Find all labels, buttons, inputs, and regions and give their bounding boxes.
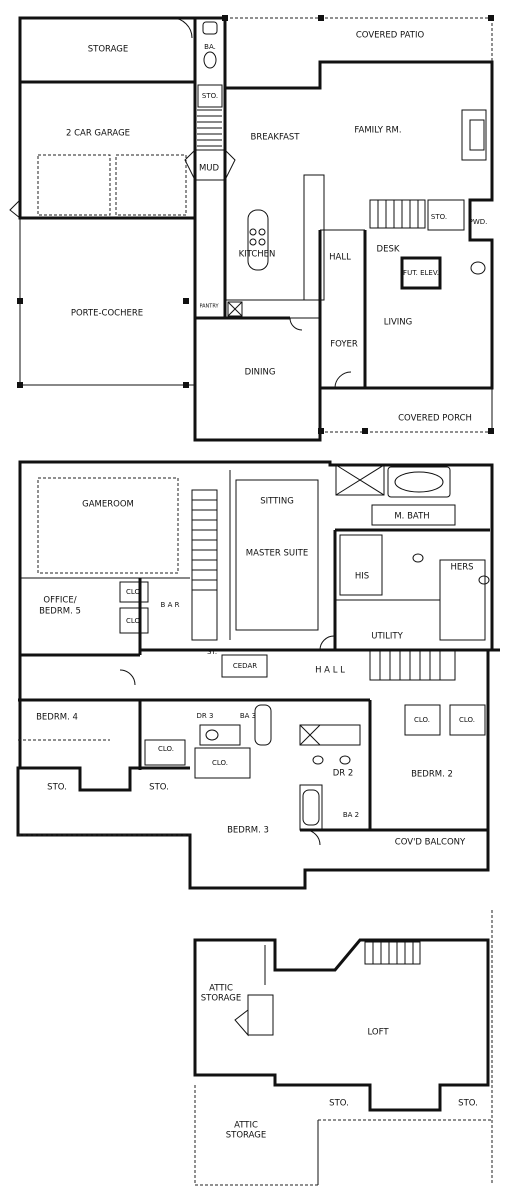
label-hers-closet: HERS: [450, 563, 473, 573]
label-mud: MUD: [199, 164, 220, 174]
label-bedroom-2: BEDRM. 2: [411, 770, 453, 780]
label-dining: DINING: [245, 368, 276, 378]
label-attic-storage-top-line1: ATTIC: [209, 984, 233, 994]
label-gameroom: GAMEROOM: [82, 500, 134, 510]
label-desk: DESK: [377, 245, 400, 255]
label-ba2: BA 2: [343, 811, 359, 819]
label-cedar-closet: CEDAR: [233, 662, 257, 670]
label-closet-c: CLO.: [158, 745, 174, 753]
label-covered-porch: COVERED PORCH: [398, 414, 472, 424]
label-attic-storage-bottom-line1: ATTIC: [234, 1121, 258, 1131]
label-kitchen: KITCHEN: [239, 250, 276, 260]
label-master-suite: MASTER SUITE: [246, 549, 308, 559]
attic-floor-plan: [193, 910, 493, 1186]
label-two-car-garage: 2 CAR GARAGE: [66, 129, 130, 139]
label-dr3: DR 3: [197, 712, 214, 720]
label-half-bath: BA.: [204, 43, 216, 51]
label-hall: HALL: [329, 253, 351, 263]
label-his-closet: HIS: [355, 572, 369, 582]
label-closet-a: CLO.: [126, 588, 142, 596]
label-sitting: SITTING: [260, 497, 294, 507]
label-closet-f: CLO.: [459, 716, 475, 724]
label-sto-left-attic: STO.: [329, 1099, 349, 1109]
label-bar: B A R: [161, 601, 180, 609]
label-closet-b: CLO.: [126, 617, 142, 625]
label-hall-upstairs: H A L L: [315, 666, 345, 676]
label-family-room: FAMILY RM.: [354, 126, 401, 136]
label-attic-storage-top-line2: STORAGE: [201, 994, 241, 1004]
second-floor-plan: [16, 460, 500, 890]
label-sto-right-attic: STO.: [458, 1099, 478, 1109]
label-breakfast: BREAKFAST: [250, 133, 300, 143]
label-pantry: PANTRY: [199, 304, 219, 310]
label-loft: LOFT: [367, 1028, 389, 1038]
label-covered-balcony: COV'D BALCONY: [395, 838, 466, 848]
label-porte-cochere: PORTE-COCHERE: [71, 309, 143, 319]
label-powder: PWD.: [469, 218, 488, 226]
label-master-bath: M. BATH: [394, 512, 429, 522]
label-bedroom-5: BEDRM. 5: [39, 607, 81, 617]
label-sto-stair: STO.: [431, 213, 447, 221]
label-bedroom-3: BEDRM. 3: [227, 826, 269, 836]
label-sto-left: STO.: [47, 783, 67, 793]
room-labels: STORAGE COVERED PATIO BA. STO. 2 CAR GAR…: [36, 31, 487, 1141]
label-utility: UTILITY: [371, 632, 403, 642]
label-future-elevator: FUT. ELEV.: [403, 269, 439, 277]
label-dr2: DR 2: [333, 769, 354, 779]
label-attic-storage-bottom-line2: STORAGE: [226, 1131, 266, 1141]
label-closet-e: CLO.: [414, 716, 430, 724]
label-office: OFFICE/: [43, 596, 76, 606]
label-foyer: FOYER: [330, 340, 358, 350]
label-storage: STORAGE: [88, 45, 128, 55]
label-closet-d: CLO.: [212, 759, 228, 767]
label-bedroom-4: BEDRM. 4: [36, 713, 78, 723]
first-floor-plan: [9, 15, 494, 442]
label-sto-mid: STO.: [149, 783, 169, 793]
label-covered-patio: COVERED PATIO: [356, 31, 425, 41]
label-ba3: BA 3: [240, 712, 256, 720]
label-living: LIVING: [384, 318, 413, 328]
label-st: ST.: [207, 648, 217, 656]
label-sto-top: STO.: [202, 92, 218, 100]
